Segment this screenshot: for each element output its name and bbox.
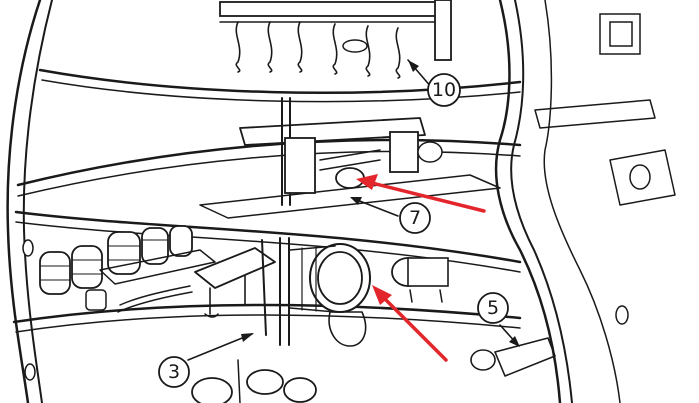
mess-table	[194, 247, 276, 318]
barrel	[39, 251, 71, 295]
orlop-right-stores	[391, 257, 556, 377]
callout-10: 10	[427, 73, 461, 107]
red-pointer-arrows	[356, 174, 486, 362]
callout-3-label: 3	[168, 361, 180, 383]
callout-5-label: 5	[487, 297, 499, 319]
callout-7: 7	[399, 202, 431, 234]
stanchions	[261, 97, 291, 346]
callout-5: 5	[477, 292, 509, 324]
barrel	[71, 245, 103, 289]
red-arrow-lower	[372, 285, 448, 362]
lower-barrel	[289, 243, 371, 347]
red-arrow-lower-head	[372, 285, 392, 305]
barrel	[169, 225, 193, 257]
callout-leaders	[187, 59, 520, 361]
callout-3: 3	[158, 356, 190, 388]
hull-outline	[6, 0, 621, 403]
hold-barrels	[191, 359, 317, 403]
red-arrow-upper	[356, 174, 486, 213]
barrel-stores	[39, 225, 216, 313]
callout-10-label: 10	[432, 79, 456, 101]
deck-7-fitting	[239, 117, 443, 194]
hatch-frames	[22, 13, 676, 381]
callout-7-label: 7	[409, 207, 421, 229]
deck-lines	[12, 68, 522, 333]
red-arrow-lower-shaft	[382, 296, 448, 362]
red-arrow-upper-head	[356, 174, 378, 190]
belaying-pins	[235, 21, 401, 79]
barrel	[141, 227, 169, 265]
red-arrow-upper-shaft	[370, 181, 486, 213]
pin-rack	[219, 0, 452, 79]
